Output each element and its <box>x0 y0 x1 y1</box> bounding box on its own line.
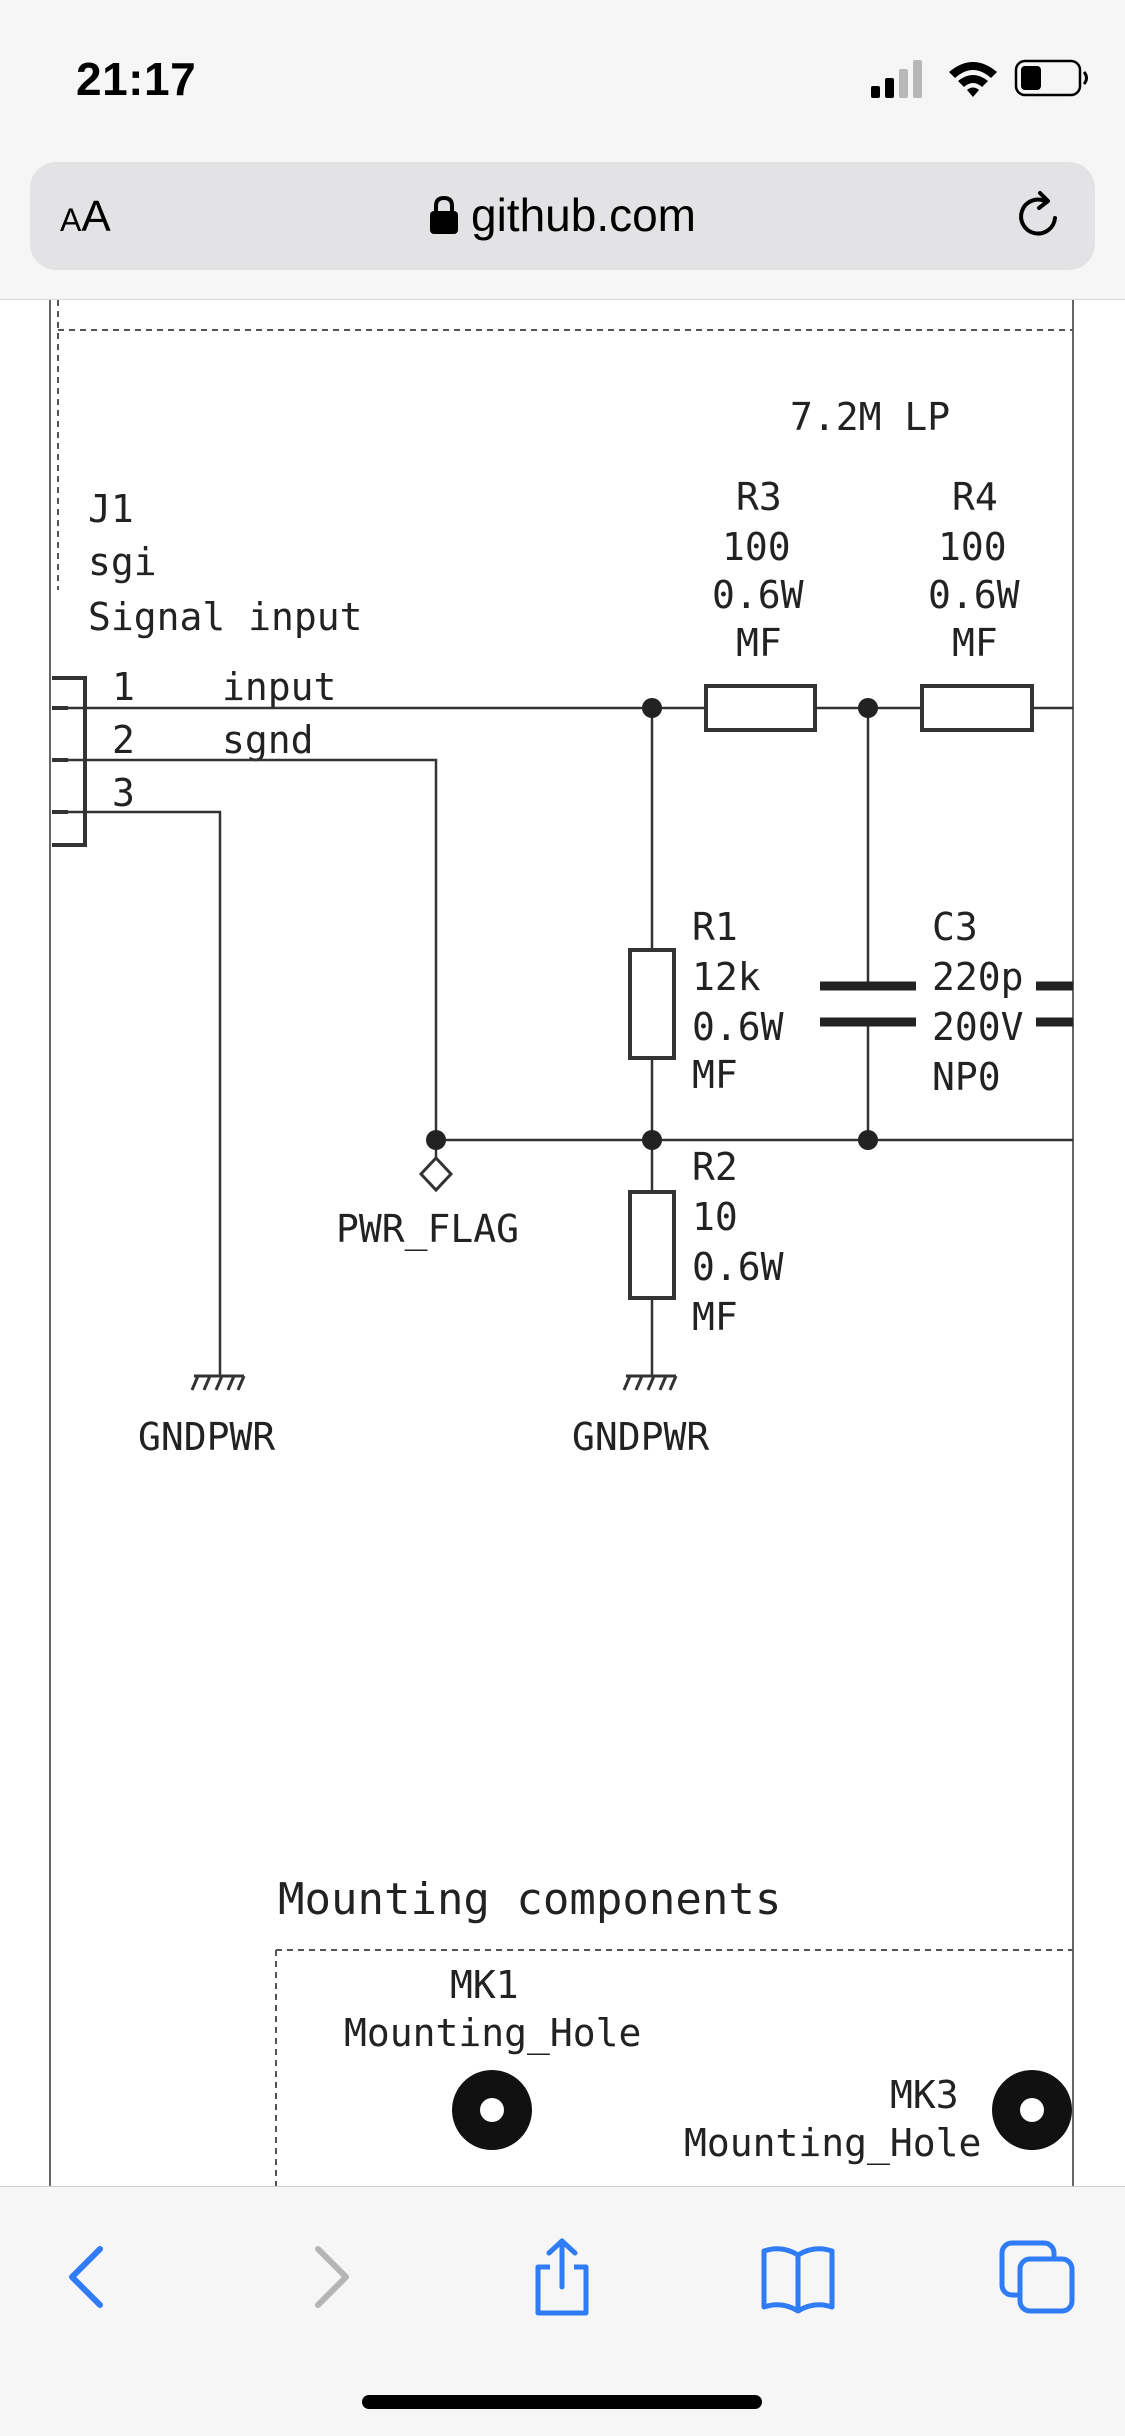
status-time: 21:17 <box>76 53 197 105</box>
bookmarks-icon[interactable] <box>758 2237 838 2317</box>
j1-ref: J1 <box>88 487 134 531</box>
status-bar: 21:17 <box>0 0 1125 150</box>
r2-type: MF <box>692 1295 738 1339</box>
cellular-signal-icon <box>871 60 922 98</box>
mounting-title: Mounting components <box>278 1874 781 1925</box>
gnd-left-symbol <box>190 1374 246 1391</box>
browser-toolbar <box>0 2186 1125 2436</box>
r1-body <box>628 948 676 1060</box>
share-icon[interactable] <box>522 2237 602 2317</box>
r4-body <box>920 684 1034 732</box>
mk3-hole-symbol <box>992 2070 1072 2150</box>
lock-icon <box>429 195 458 234</box>
r3-ref: R3 <box>736 475 782 519</box>
r3-value: 100 <box>722 525 791 569</box>
tabs-icon[interactable] <box>998 2237 1078 2317</box>
mk1-name: Mounting_Hole <box>344 2011 641 2056</box>
gnd-mid-label: GNDPWR <box>572 1415 709 1459</box>
browser-chrome: AA github.com <box>0 150 1125 300</box>
wires <box>68 706 1073 1376</box>
r2-body <box>628 1190 676 1300</box>
c3-ref: C3 <box>932 905 978 949</box>
r4-value: 100 <box>938 525 1007 569</box>
url-text: github.com <box>470 189 696 241</box>
j1-name: Signal input <box>88 595 363 639</box>
forward-icon[interactable] <box>290 2237 370 2317</box>
j1-pin1-num: 1 <box>112 665 135 709</box>
lp-label: 7.2M LP <box>790 395 950 439</box>
r2-value: 10 <box>692 1195 738 1239</box>
pwr-flag-label: PWR_FLAG <box>336 1207 519 1252</box>
address-bar[interactable]: AA github.com <box>30 162 1095 270</box>
r2-power: 0.6W <box>692 1245 784 1289</box>
j1-pin2-net: sgnd <box>222 718 314 762</box>
battery-icon <box>1014 59 1088 97</box>
page-content[interactable]: 7.2M LP J1 sgi Signal input 1 input 2 sg… <box>0 300 1125 2186</box>
url-display[interactable]: github.com <box>30 188 1095 242</box>
r1-value: 12k <box>692 955 761 999</box>
r1-type: MF <box>692 1053 738 1097</box>
j1-pin1-net: input <box>222 665 336 709</box>
back-icon[interactable] <box>48 2237 128 2317</box>
c3-type: NP0 <box>932 1055 1001 1099</box>
gnd-left-label: GNDPWR <box>138 1415 275 1459</box>
c3-value: 220p <box>932 955 1024 999</box>
r3-body <box>704 684 817 732</box>
r1-power: 0.6W <box>692 1005 784 1049</box>
gnd-mid-symbol <box>622 1374 678 1391</box>
text-size-button[interactable]: AA <box>60 192 111 242</box>
r4-power: 0.6W <box>928 573 1020 617</box>
j1-connector-body <box>52 676 87 847</box>
pwr-flag-symbol <box>418 1155 454 1193</box>
text-size-small-label: A <box>60 202 82 238</box>
mk3-name: Mounting_Hole <box>684 2121 981 2166</box>
schematic-image: 7.2M LP J1 sgi Signal input 1 input 2 sg… <box>49 300 1074 2186</box>
reload-icon[interactable] <box>1011 188 1067 244</box>
mk3-ref: MK3 <box>890 2073 959 2117</box>
j1-value: sgi <box>88 540 157 584</box>
junction-dots <box>426 698 878 1150</box>
status-icons <box>871 59 1088 98</box>
mk1-hole-symbol <box>452 2070 532 2150</box>
wifi-icon <box>949 62 997 97</box>
c3-voltage: 200V <box>932 1005 1024 1049</box>
r2-ref: R2 <box>692 1145 738 1189</box>
r4-ref: R4 <box>952 475 998 519</box>
j1-pin3-num: 3 <box>112 771 135 815</box>
j1-pin2-num: 2 <box>112 718 135 762</box>
r1-ref: R1 <box>692 905 738 949</box>
text-size-large-label: A <box>81 192 111 241</box>
r3-type: MF <box>736 621 782 665</box>
home-indicator[interactable] <box>362 2395 762 2409</box>
r3-power: 0.6W <box>712 573 804 617</box>
r4-type: MF <box>952 621 998 665</box>
mk1-ref: MK1 <box>450 1963 519 2007</box>
